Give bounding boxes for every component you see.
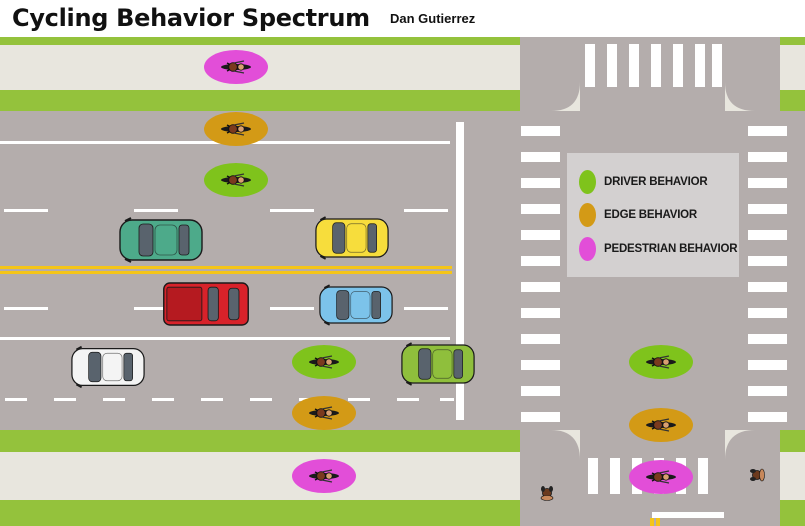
author-name: Dan Gutierrez <box>390 11 476 26</box>
vehicle-car-green <box>400 342 476 386</box>
cyclist-driver-intersection <box>629 345 693 379</box>
cyclist-pedestrian-crosswalk <box>629 460 693 494</box>
vehicle-car-blue <box>319 284 393 326</box>
driver-swatch-icon <box>579 170 596 194</box>
vehicle-pickup-red <box>163 282 249 326</box>
legend-item-edge: EDGE BEHAVIOR <box>579 203 697 227</box>
legend-label: EDGE BEHAVIOR <box>604 209 698 221</box>
cyclist-pedestrian-upper-sidewalk <box>204 50 268 84</box>
pedestrian-icon <box>749 468 765 482</box>
legend-label: DRIVER BEHAVIOR <box>604 176 708 188</box>
edge-swatch-icon <box>579 203 596 227</box>
cyclist-edge-upper <box>204 112 268 146</box>
cyclist-edge-intersection <box>629 408 693 442</box>
pedestrian-icon <box>540 485 554 501</box>
legend-item-driver: DRIVER BEHAVIOR <box>579 170 708 194</box>
cyclist-edge-lower <box>292 396 356 430</box>
vehicle-car-white <box>70 345 146 389</box>
cyclist-driver-lower <box>292 345 356 379</box>
vehicle-car-teal <box>119 217 203 263</box>
cyclist-driver-upper <box>204 163 268 197</box>
page-title: Cycling Behavior Spectrum <box>12 4 370 32</box>
legend-item-pedestrian: PEDESTRIAN BEHAVIOR <box>579 237 738 261</box>
legend: DRIVER BEHAVIOR EDGE BEHAVIOR PEDESTRIAN… <box>567 153 739 277</box>
pedestrian-swatch-icon <box>579 237 596 261</box>
cyclist-pedestrian-lower-sidewalk <box>292 459 356 493</box>
legend-label: PEDESTRIAN BEHAVIOR <box>604 243 738 255</box>
vehicle-car-yellow <box>314 216 390 260</box>
